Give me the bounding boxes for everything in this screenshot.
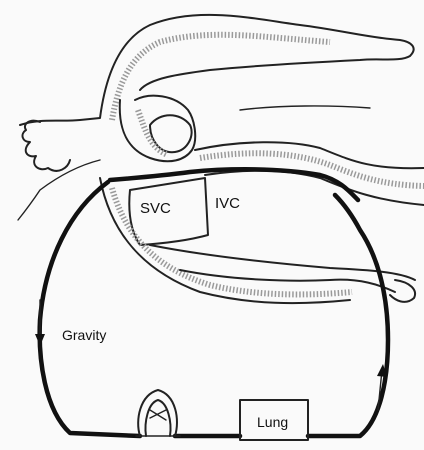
gravity-label: Gravity [62, 327, 106, 343]
lung-label: Lung [257, 414, 288, 430]
upper-arm-outline [18, 15, 414, 220]
svc-label: SVC [140, 200, 171, 217]
left-hand-outline [23, 121, 70, 171]
ecmo-circuit-loop [40, 182, 388, 436]
heart-outline [120, 96, 195, 162]
ivc-label: IVC [215, 195, 240, 212]
pump-icon [136, 390, 180, 436]
